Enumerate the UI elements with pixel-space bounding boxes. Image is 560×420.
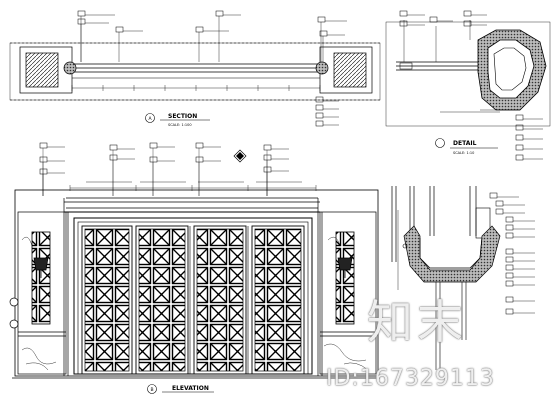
- svg-text:SCALE: 1:10: SCALE: 1:10: [453, 151, 474, 155]
- side-section: [391, 186, 535, 370]
- svg-text:B: B: [150, 387, 153, 393]
- svg-text:DETAIL: DETAIL: [453, 140, 477, 147]
- svg-text:SCALE: 1:100: SCALE: 1:100: [168, 123, 192, 127]
- watermark-logo: 知末: [367, 295, 467, 349]
- watermark-id: ID:167329113: [326, 366, 495, 391]
- elevation: [9, 142, 380, 379]
- section-title: A SECTION SCALE: 1:100: [145, 113, 210, 127]
- detail-title: DETAIL SCALE: 1:10: [435, 138, 498, 155]
- section-plan: [9, 10, 381, 127]
- svg-text:ELEVATION: ELEVATION: [172, 385, 209, 392]
- svg-text:A: A: [148, 116, 152, 122]
- svg-text:SECTION: SECTION: [168, 113, 197, 120]
- elevation-title: B ELEVATION: [147, 384, 214, 394]
- detail-plan: [385, 10, 551, 161]
